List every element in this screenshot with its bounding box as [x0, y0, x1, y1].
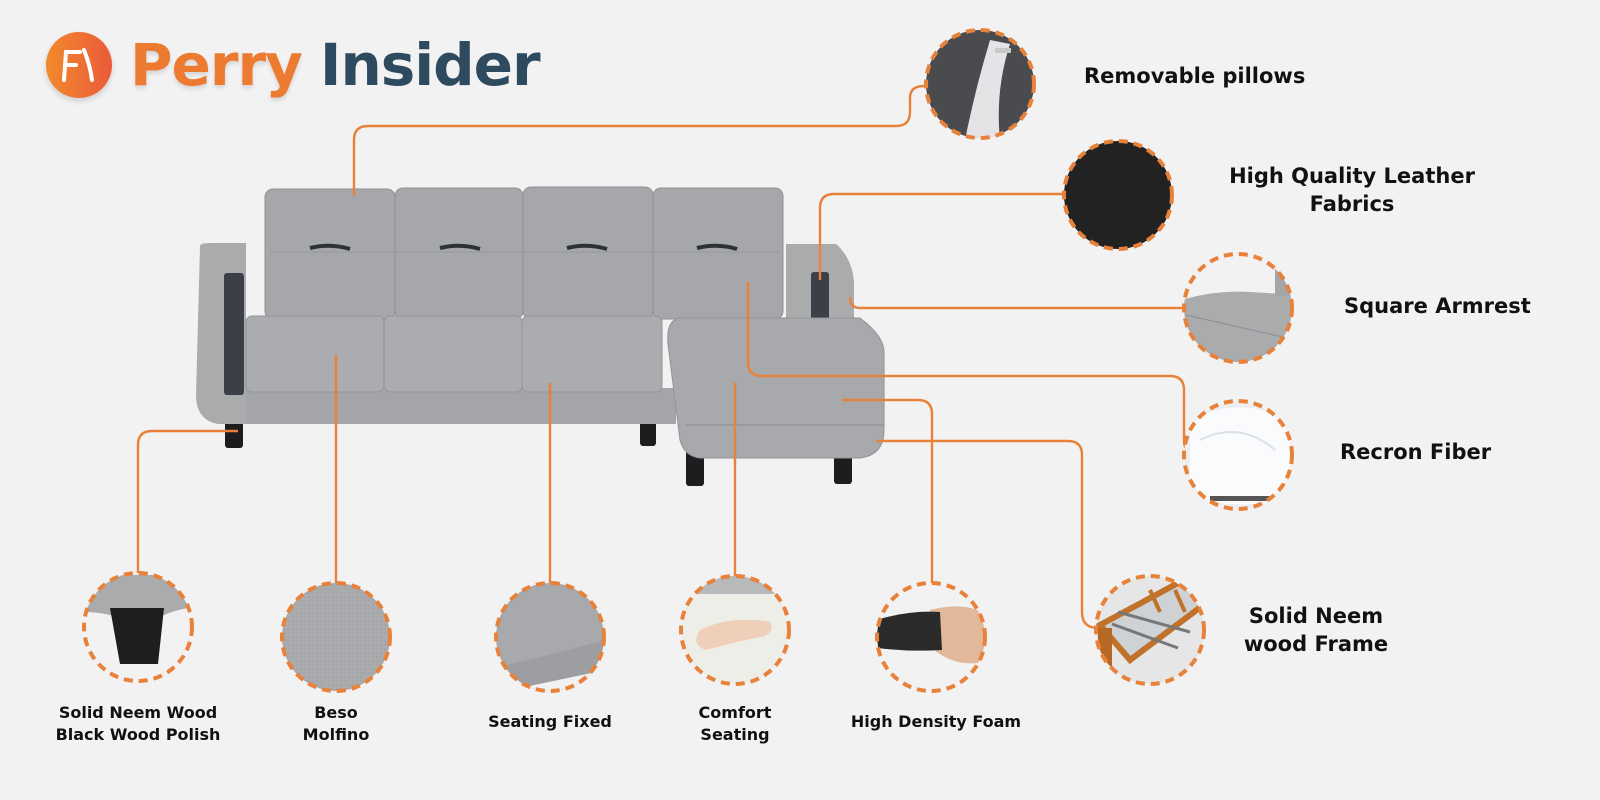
feature-label-beso-line1: Beso — [314, 703, 358, 722]
feature-label-leg-line1: Solid Neem Wood — [58, 703, 218, 722]
feature-circle-high-density-foam — [875, 581, 987, 693]
feature-label-square-armrest: Square Armrest — [1344, 294, 1531, 318]
feature-label-wood-frame-line2: wood Frame — [1243, 632, 1389, 657]
feature-label-comfort-seating: Comfort Seating — [675, 702, 795, 745]
feature-circle-removable-pillows — [924, 28, 1036, 140]
feature-label-recron-fiber: Recron Fiber — [1340, 440, 1492, 464]
brand-name-insider: Insider — [319, 31, 541, 99]
sofa-icon — [196, 186, 885, 486]
feature-label-comfort-line2: Seating — [700, 724, 770, 744]
brand-header: Perry Insider — [46, 30, 541, 100]
feature-label-high-density-foam: High Density Foam — [850, 712, 1022, 731]
feature-circle-recron-fiber — [1182, 399, 1294, 511]
feature-label-wood-frame-line1: Solid Neem — [1248, 604, 1384, 628]
feature-label-removable-pillows: Removable pillows — [1084, 64, 1306, 88]
feature-label-seating-fixed: Seating Fixed — [488, 712, 612, 731]
feature-circle-armrest — [1182, 252, 1294, 364]
fi-monogram-logo-icon — [46, 32, 112, 98]
feature-label-leather: High Quality Leather Fabrics — [1222, 162, 1482, 219]
feature-circle-leather — [1062, 139, 1174, 251]
feature-label-leg: Solid Neem Wood Black Wood Polish — [48, 702, 228, 745]
feature-label-beso-molfino: Beso Molfino — [276, 702, 396, 745]
feature-label-comfort-line1: Comfort — [698, 703, 772, 722]
feature-label-leather-line2: Fabrics — [1309, 192, 1395, 217]
feature-circle-leg — [82, 571, 194, 683]
feature-label-leg-line2: Black Wood Polish — [55, 724, 221, 744]
brand-name-perry: Perry — [130, 31, 303, 99]
feature-circle-wood-frame — [1094, 574, 1206, 686]
feature-circle-beso-molfino — [280, 581, 392, 693]
feature-label-beso-line2: Molfino — [302, 724, 370, 744]
feature-circle-seating-fixed — [494, 581, 606, 693]
feature-label-wood-frame: Solid Neem wood Frame — [1236, 602, 1396, 659]
feature-circle-comfort-seating — [679, 574, 791, 686]
feature-label-leather-line1: High Quality Leather — [1229, 164, 1475, 188]
